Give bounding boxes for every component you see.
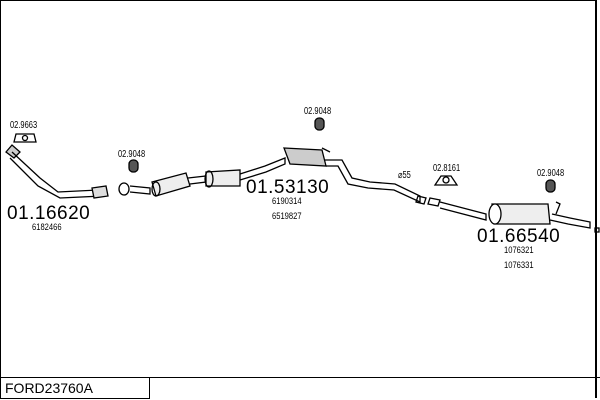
part-ref: 6190314 [272, 196, 302, 207]
clip-label: 02.9048 [537, 168, 565, 179]
clip-label: 02.9048 [118, 149, 146, 160]
part-number[interactable]: 01.53130 [246, 177, 330, 198]
clip-icons [13, 117, 556, 193]
part-number[interactable]: 01.66540 [477, 226, 561, 247]
rear-silencer [427, 197, 600, 233]
diagram-title: FORD23760A [0, 377, 150, 399]
clip-label: 02.9048 [304, 106, 332, 117]
clip-label: 02.8161 [433, 163, 461, 174]
divider [0, 377, 600, 378]
part-number[interactable]: 01.16620 [7, 203, 91, 224]
part-ref: 1076331 [504, 260, 534, 271]
part-ref: 1076321 [504, 245, 534, 256]
part-ref: 6182466 [32, 222, 62, 233]
diameter-label: ⌀55 [398, 170, 411, 181]
front-pipe [5, 144, 109, 199]
part-ref: 6519827 [272, 211, 302, 222]
middle-pipe [118, 147, 427, 205]
clip-label: 02.9663 [10, 120, 38, 131]
